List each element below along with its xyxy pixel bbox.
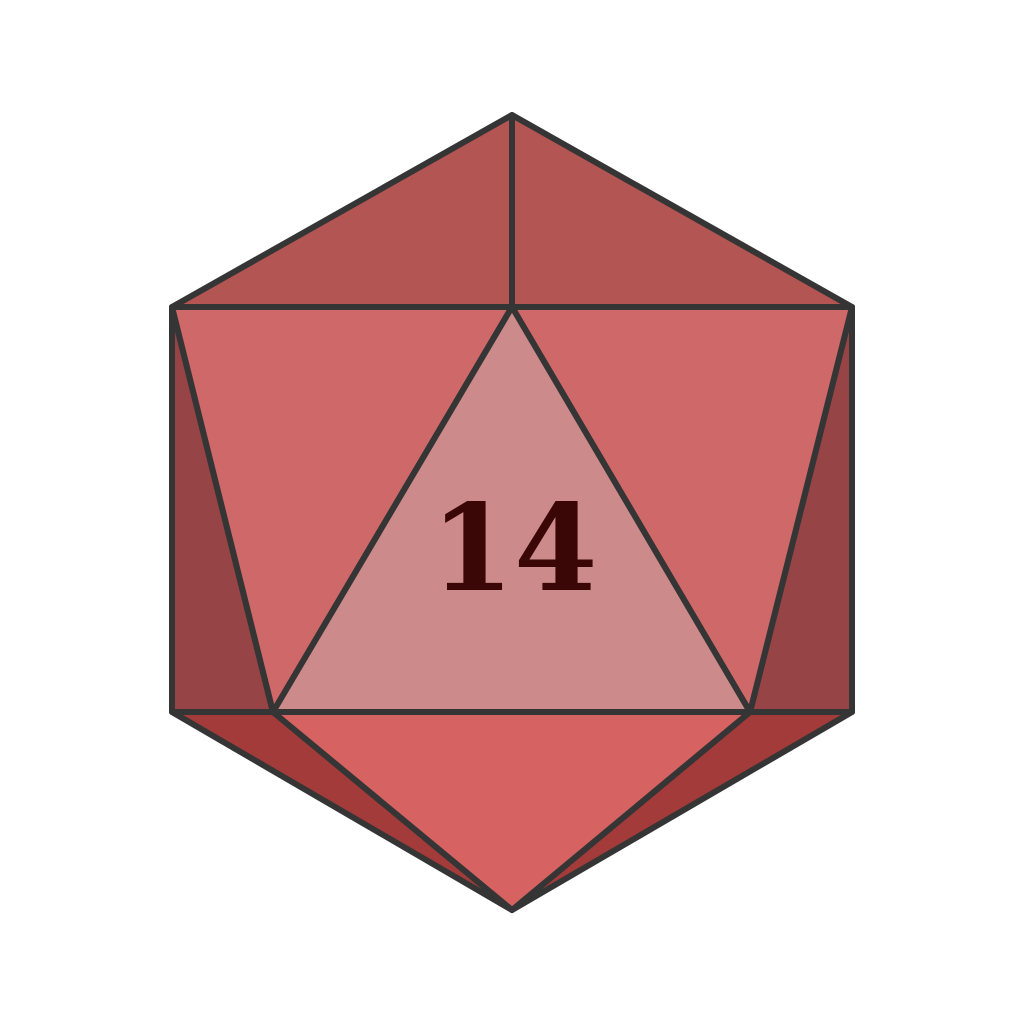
die-face-center: [270, 304, 753, 715]
die-face-number: 14: [431, 478, 598, 619]
die-face-top-left: [169, 112, 515, 310]
die-face-top-right: [509, 112, 855, 310]
